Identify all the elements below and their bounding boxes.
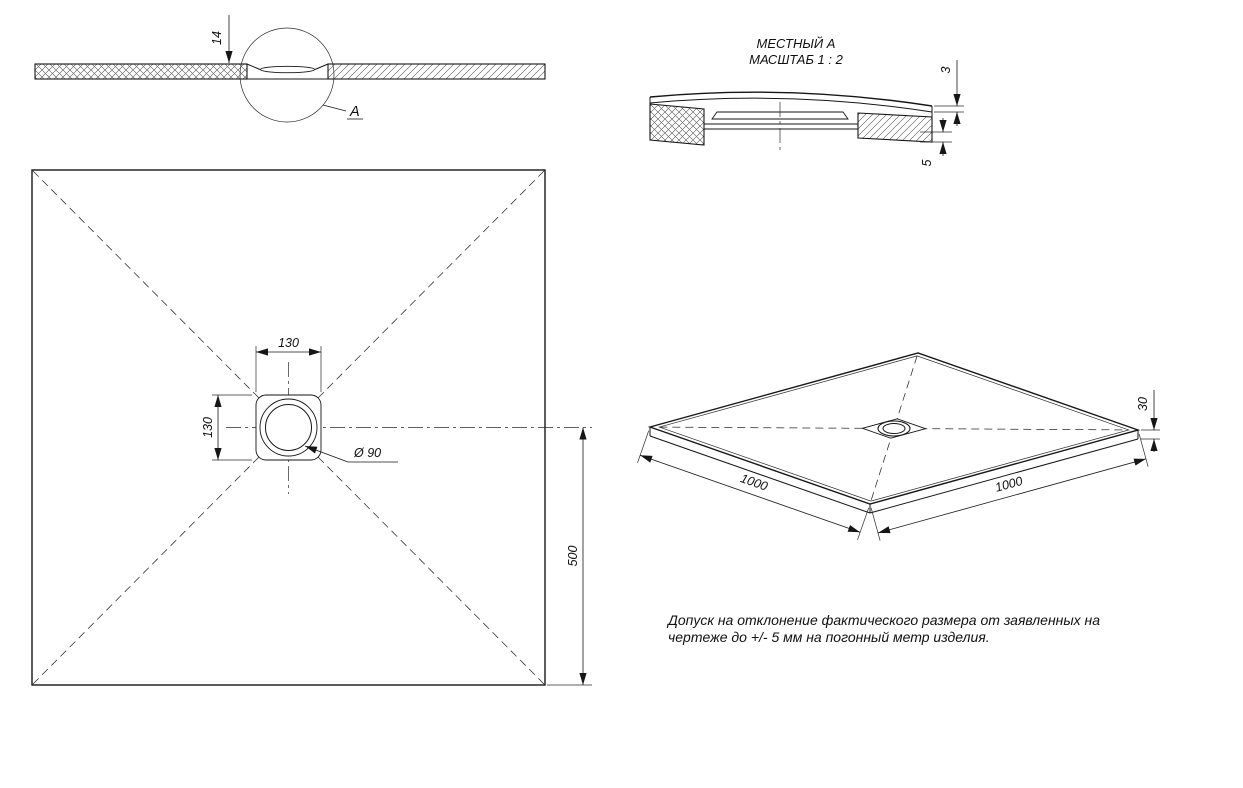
plan-diagonals xyxy=(32,170,545,685)
dim-drain-width-label: 130 xyxy=(278,336,299,350)
detail-left-block xyxy=(649,103,705,146)
detail-top-surface-inner xyxy=(649,97,933,113)
dim-iso-thickness-label: 30 xyxy=(1136,397,1150,411)
iso-thickness-edges xyxy=(649,427,1139,514)
iso-drain xyxy=(860,418,928,439)
dim-drain-height-label: 130 xyxy=(201,417,215,438)
dim-recess-depth: 5 xyxy=(920,118,952,166)
section-body-right xyxy=(327,63,546,80)
dim-iso-thickness: 30 xyxy=(1136,390,1160,452)
dim-iso-edge-right-label: 1000 xyxy=(994,474,1025,495)
dim-drain-diameter-label: Ø 90 xyxy=(353,446,381,460)
dim-drain-diameter: Ø 90 xyxy=(304,445,398,463)
drain-outer-circle xyxy=(259,398,318,457)
detail-right-block xyxy=(857,112,933,143)
dim-iso-edge-left: 1000 xyxy=(637,430,870,541)
tolerance-note: Допуск на отклонение фактического размер… xyxy=(666,612,1100,645)
dim-section-height: 14 xyxy=(210,15,233,63)
section-view: A 14 xyxy=(34,15,546,123)
dim-center-offset: 500 xyxy=(547,427,592,686)
dim-lip-thickness-label: 3 xyxy=(939,66,953,73)
iso-view: 1000 1000 30 xyxy=(637,352,1160,541)
detail-view-scale: МАСШТАБ 1 : 2 xyxy=(749,52,843,67)
dim-drain-height: 130 xyxy=(201,394,252,461)
detail-view-title: МЕСТНЫЙ А xyxy=(757,35,836,51)
detail-marker-label: A xyxy=(349,104,360,120)
drain-inner-circle xyxy=(265,404,312,451)
dim-drain-width: 130 xyxy=(255,336,322,392)
dim-section-height-label: 14 xyxy=(210,31,224,45)
dim-recess-depth-label: 5 xyxy=(920,159,934,166)
dim-lip-thickness: 3 xyxy=(934,60,964,126)
dim-center-offset-label: 500 xyxy=(566,546,580,567)
plan-view: 130 130 Ø 90 500 xyxy=(31,169,592,686)
tolerance-note-line1: Допуск на отклонение фактического размер… xyxy=(666,612,1100,628)
dim-iso-edge-right: 1000 xyxy=(870,433,1149,541)
tolerance-note-line2: чертеже до +/- 5 мм на погонный метр изд… xyxy=(668,629,990,645)
detail-circle-A xyxy=(239,27,335,123)
dim-iso-edge-left-label: 1000 xyxy=(739,471,770,493)
detail-leader-A: A xyxy=(322,104,363,120)
detail-top-surface xyxy=(649,91,933,107)
detail-recess xyxy=(704,111,858,130)
section-body-left xyxy=(34,63,248,80)
section-drain-profile xyxy=(246,63,329,80)
detail-view: МЕСТНЫЙ А МАСШТАБ 1 : 2 3 5 xyxy=(649,35,964,166)
